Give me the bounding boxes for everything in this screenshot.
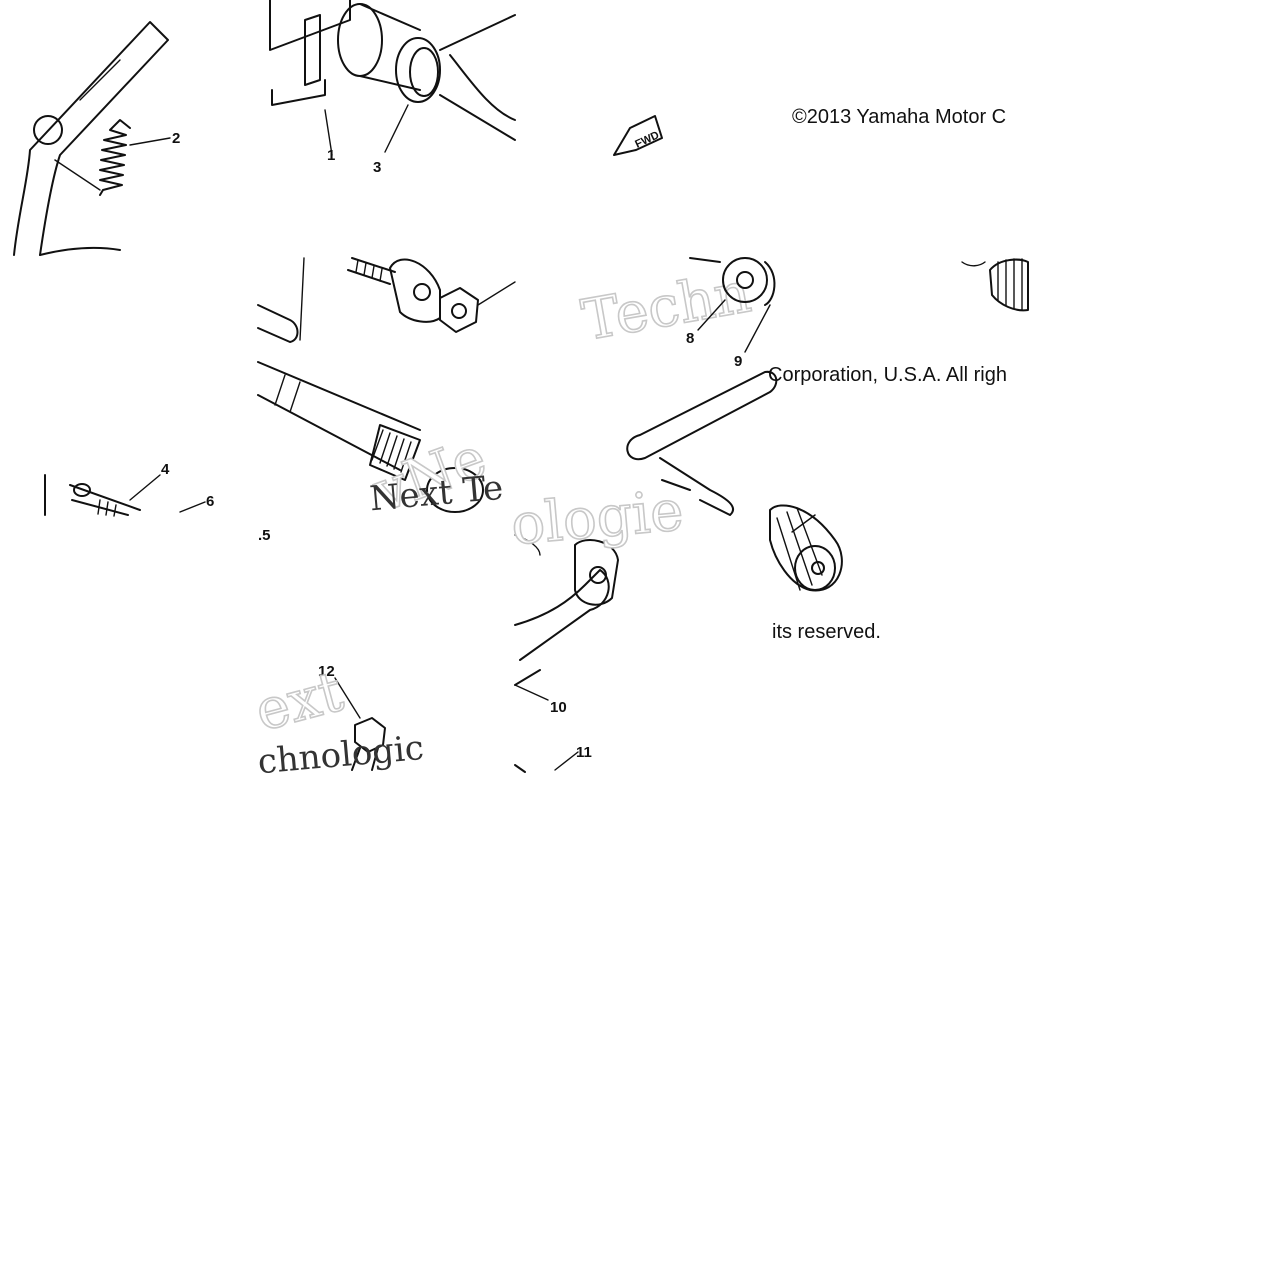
- callout-9: 9: [734, 353, 742, 370]
- leader-line-8: [697, 299, 726, 331]
- screw-11-part: [514, 764, 526, 773]
- callout-5: .5: [258, 527, 271, 544]
- watermark-ext: ext: [249, 659, 351, 744]
- callout-1: 1: [327, 147, 335, 164]
- bracket-plate-part: [269, 0, 351, 106]
- pivot-pin-part: [44, 474, 141, 517]
- clip-part-9: [764, 261, 776, 306]
- leader-line-3: [384, 104, 409, 153]
- leader-line-6: [179, 501, 206, 513]
- pin-part: [257, 257, 305, 343]
- return-spring-part: [54, 119, 171, 196]
- callout-8: 8: [686, 330, 694, 347]
- leader-line-10: [514, 684, 549, 701]
- pedal-lever-part: [514, 534, 619, 686]
- callout-11: 11: [576, 744, 592, 761]
- callout-12: 12: [318, 663, 335, 680]
- callout-4: 4: [161, 461, 170, 478]
- leader-line-9: [744, 304, 771, 353]
- watermark-techn: Techn: [577, 260, 755, 353]
- copyright-line-3: its reserved.: [772, 621, 881, 643]
- fwd-arrow-icon: FWD: [613, 115, 663, 156]
- leader-line-1: [324, 109, 333, 156]
- leader-line-12: [334, 677, 361, 719]
- watermark-ologie: ologie: [509, 478, 686, 558]
- pedal-arm-part: [626, 370, 778, 516]
- hex-nut-part: [439, 281, 516, 333]
- fwd-label: FWD: [633, 129, 661, 150]
- rubber-grip-part-top: [961, 258, 1029, 312]
- shift-shaft-part: [257, 361, 484, 513]
- spring-ring-part: [395, 14, 516, 141]
- callout-6: 6: [206, 493, 214, 510]
- footpeg-grip-part: [769, 504, 843, 592]
- shaft-collar-part: [337, 3, 421, 91]
- callout-3: 3: [373, 159, 381, 176]
- callout-2: 2: [172, 130, 180, 147]
- bolt-part: [347, 257, 396, 285]
- collar-part-8: [689, 257, 768, 303]
- lever-arm-part: [13, 21, 169, 256]
- callout-10: 10: [550, 699, 567, 716]
- copyright-line-1: ©2013 Yamaha Motor C: [792, 106, 1006, 128]
- leader-line-4: [129, 474, 161, 501]
- copyright-line-2: Corporation, U.S.A. All righ: [768, 364, 1007, 386]
- washer-part: [389, 258, 441, 323]
- leader-line-11: [554, 751, 579, 771]
- bolt-12-part: [351, 717, 386, 771]
